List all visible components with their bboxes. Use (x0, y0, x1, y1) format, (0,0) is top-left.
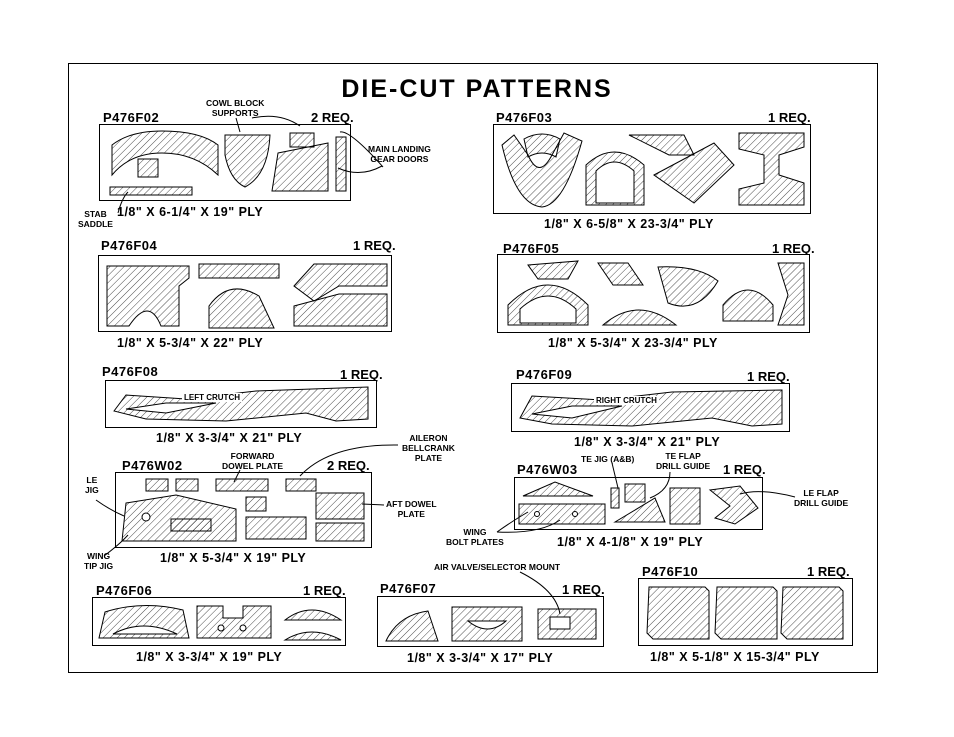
plywood-sheet-w03 (514, 477, 763, 530)
required-qty-f07: 1 REQ. (562, 582, 605, 597)
required-qty-f03: 1 REQ. (768, 110, 811, 125)
cut-parts-f03 (501, 132, 805, 208)
part-number-w03: P476W03 (517, 462, 578, 477)
part-number-f09: P476F09 (516, 367, 573, 382)
part-number-f08: P476F08 (102, 364, 159, 379)
part-number-w02: P476W02 (122, 458, 183, 473)
required-qty-w02: 2 REQ. (327, 458, 370, 473)
plywood-sheet-f05 (497, 254, 810, 333)
page-title: DIE-CUT PATTERNS (341, 75, 613, 103)
dimension-w03: 1/8" X 4-1/8" X 19" PLY (557, 535, 704, 549)
part-number-f05: P476F05 (503, 241, 560, 256)
required-qty-f09: 1 REQ. (747, 369, 790, 384)
dimension-f07: 1/8" X 3-3/4" X 17" PLY (407, 651, 554, 665)
part-number-f04: P476F04 (101, 238, 158, 253)
cut-parts-w03 (518, 481, 759, 525)
cut-parts-f02 (109, 130, 347, 196)
required-qty-f06: 1 REQ. (303, 583, 346, 598)
cut-parts-f06 (98, 604, 343, 641)
part-label-left-crutch: LEFT CRUTCH (182, 393, 242, 402)
plywood-sheet-f04 (98, 255, 392, 332)
part-number-f03: P476F03 (496, 110, 553, 125)
drawing-frame (68, 63, 878, 673)
dimension-f10: 1/8" X 5-1/8" X 15-3/4" PLY (650, 650, 820, 664)
dimension-f08: 1/8" X 3-3/4" X 21" PLY (156, 431, 303, 445)
callout-te-jig: TE JIG (A&B) (581, 454, 635, 464)
cut-parts-w02 (121, 478, 365, 542)
plywood-sheet-f07 (377, 596, 604, 647)
plywood-sheet-f10 (638, 578, 853, 646)
plywood-sheet-f02 (99, 124, 351, 201)
plywood-sheet-f06 (92, 597, 346, 646)
required-qty-f04: 1 REQ. (353, 238, 396, 253)
cut-parts-f08 (113, 386, 369, 422)
part-number-f06: P476F06 (96, 583, 153, 598)
plywood-sheet-f08: LEFT CRUTCH (105, 380, 377, 428)
cut-parts-f05 (507, 260, 805, 326)
required-qty-f10: 1 REQ. (807, 564, 850, 579)
dimension-f09: 1/8" X 3-3/4" X 21" PLY (574, 435, 721, 449)
cut-parts-f09 (519, 389, 783, 427)
required-qty-f08: 1 REQ. (340, 367, 383, 382)
plywood-sheet-f09: RIGHT CRUTCH (511, 383, 790, 432)
dimension-f05: 1/8" X 5-3/4" X 23-3/4" PLY (548, 336, 718, 350)
cut-parts-f07 (385, 606, 597, 642)
cut-parts-f10 (646, 586, 844, 640)
dimension-f02: 1/8" X 6-1/4" X 19" PLY (117, 205, 264, 219)
required-qty-f05: 1 REQ. (772, 241, 815, 256)
part-number-f10: P476F10 (642, 564, 699, 579)
dimension-f04: 1/8" X 5-3/4" X 22" PLY (117, 336, 264, 350)
required-qty-w03: 1 REQ. (723, 462, 766, 477)
plywood-sheet-f03 (493, 124, 811, 214)
required-qty-f02: 2 REQ. (311, 110, 354, 125)
dimension-w02: 1/8" X 5-3/4" X 19" PLY (160, 551, 307, 565)
dimension-f06: 1/8" X 3-3/4" X 19" PLY (136, 650, 283, 664)
part-label-right-crutch: RIGHT CRUTCH (594, 396, 659, 405)
part-number-f02: P476F02 (103, 110, 160, 125)
cut-parts-f04 (106, 263, 388, 329)
callout-air-valve-selector-mount: AIR VALVE/SELECTOR MOUNT (434, 562, 561, 572)
part-number-f07: P476F07 (380, 581, 437, 596)
plywood-sheet-w02 (115, 472, 372, 548)
dimension-f03: 1/8" X 6-5/8" X 23-3/4" PLY (544, 217, 714, 231)
